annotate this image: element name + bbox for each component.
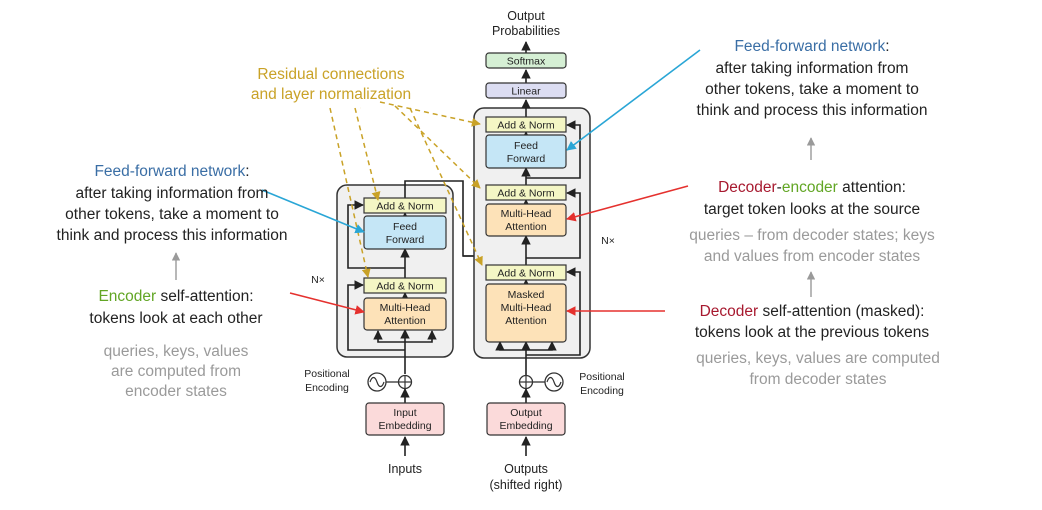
output-probabilities-label-2: Probabilities	[492, 24, 560, 38]
ffn-left-line-1: after taking information from	[76, 185, 269, 202]
encoder-self-grey-1: queries, keys, values	[104, 343, 249, 360]
encoder-feed-forward-label-1: Feed	[393, 221, 417, 233]
inputs-label: Inputs	[388, 462, 422, 476]
linear-label: Linear	[511, 86, 541, 98]
input-embedding-label-2: Embedding	[378, 420, 431, 432]
decoder-add-norm-2-label: Add & Norm	[497, 188, 554, 200]
ffn-left-arrow	[261, 189, 365, 234]
ffn-right-title-colon: :	[885, 38, 889, 55]
ffn-left-title-colon: :	[245, 163, 249, 180]
decoder-masked-label-2: Multi-Head	[501, 302, 552, 314]
encoder-self-grey-2: are computed from	[111, 363, 241, 380]
ffn-left-line-2: other tokens, take a moment to	[65, 206, 279, 223]
ffn-left-title: Feed-forward network:	[94, 163, 249, 180]
dec-enc-keyword-1: Decoder	[718, 179, 777, 196]
encoder-positional-label-1: Positional	[304, 368, 350, 380]
dec-self-grey-1: queries, keys, values are computed	[696, 350, 940, 367]
dec-self-rest: self-attention (masked):	[758, 303, 924, 320]
decoder-encoder-attention-arrow	[566, 185, 689, 222]
encoder-self-rest: self-attention:	[156, 288, 253, 305]
decoder-feed-forward-label-1: Feed	[514, 140, 538, 152]
ffn-right-arrow	[566, 49, 701, 151]
ffn-left-line-3: think and process this information	[57, 227, 288, 244]
dec-enc-keyword-2: encoder	[782, 179, 838, 196]
encoder-add-norm-top	[363, 197, 447, 214]
dec-enc-line: target token looks at the source	[704, 201, 920, 218]
encoder-self-title: Encoder self-attention:	[98, 288, 253, 305]
encoder-feed-forward-label-2: Forward	[386, 234, 425, 246]
encoder-nx-label: N×	[311, 274, 325, 286]
output-embedding-label-1: Output	[510, 407, 542, 419]
decoder-feed-forward-label-2: Forward	[507, 153, 546, 165]
encoder-positional-label-2: Encoding	[305, 382, 349, 394]
decoder-feed-forward	[485, 134, 567, 169]
encoder-self-line: tokens look at each other	[89, 310, 262, 327]
dec-self-grey-2: from decoder states	[750, 371, 887, 388]
softmax-box	[485, 52, 567, 69]
decoder-positional-label-2: Encoding	[580, 385, 624, 397]
output-embedding	[486, 402, 566, 436]
ffn-right-line-3: think and process this information	[697, 102, 928, 119]
decoder-cross-attention-label-2: Attention	[505, 221, 547, 233]
encoder-attention-label-2: Attention	[384, 315, 426, 327]
outputs-label: Outputs	[504, 462, 548, 476]
dec-self-title: Decoder self-attention (masked):	[700, 303, 925, 320]
ffn-right-line-2: other tokens, take a moment to	[705, 81, 919, 98]
decoder-positional-label-1: Positional	[579, 371, 625, 383]
outputs-shifted-label: (shifted right)	[490, 478, 563, 492]
dec-enc-grey-1: queries – from decoder states; keys	[689, 227, 935, 244]
dec-enc-title: Decoder-encoder attention:	[718, 179, 906, 196]
dec-enc-rest: attention:	[838, 179, 906, 196]
dec-enc-dash: -	[777, 179, 782, 196]
decoder-add-norm-1	[485, 264, 567, 281]
decoder-masked-attention	[485, 283, 567, 343]
input-embedding	[365, 402, 445, 436]
ffn-right-title: Feed-forward network:	[734, 38, 889, 55]
ffn-right-line-1: after taking information from	[716, 60, 909, 77]
dec-self-line: tokens look at the previous tokens	[695, 324, 930, 341]
decoder-add-norm-2	[485, 184, 567, 201]
encoder-add-norm-bottom	[363, 277, 447, 294]
encoder-self-keyword: Encoder	[98, 288, 156, 305]
dec-self-keyword: Decoder	[700, 303, 759, 320]
encoder-self-attention-arrow	[289, 292, 365, 315]
linear-box	[485, 82, 567, 99]
decoder-add-norm-1-label: Add & Norm	[497, 268, 554, 280]
residual-annotation-line-1: Residual connections	[257, 66, 405, 83]
output-embedding-label-2: Embedding	[499, 420, 552, 432]
decoder-add-norm-3-label: Add & Norm	[497, 120, 554, 132]
encoder-attention-label-1: Multi-Head	[380, 302, 431, 314]
decoder-nx-label: N×	[601, 235, 615, 247]
decoder-cross-attention	[485, 203, 567, 237]
decoder-cross-attention-label-1: Multi-Head	[501, 208, 552, 220]
dec-enc-grey-2: and values from encoder states	[704, 248, 921, 265]
ffn-right-title-keyword: Feed-forward network	[734, 38, 885, 55]
softmax-label: Softmax	[507, 56, 546, 68]
decoder-connectors	[495, 41, 581, 403]
residual-arrows	[329, 101, 483, 278]
residual-annotation-line-2: and layer normalization	[251, 86, 411, 103]
decoder-add-norm-3	[485, 116, 567, 133]
ffn-left-title-keyword: Feed-forward network	[94, 163, 245, 180]
decoder-masked-label-1: Masked	[508, 289, 545, 301]
encoder-add-norm-bottom-label: Add & Norm	[376, 281, 433, 293]
decoder-masked-label-3: Attention	[505, 315, 547, 327]
input-embedding-label-1: Input	[393, 407, 416, 419]
output-probabilities-label-1: Output	[507, 9, 545, 23]
encoder-add-norm-top-label: Add & Norm	[376, 201, 433, 213]
encoder-self-grey-3: encoder states	[125, 383, 227, 400]
